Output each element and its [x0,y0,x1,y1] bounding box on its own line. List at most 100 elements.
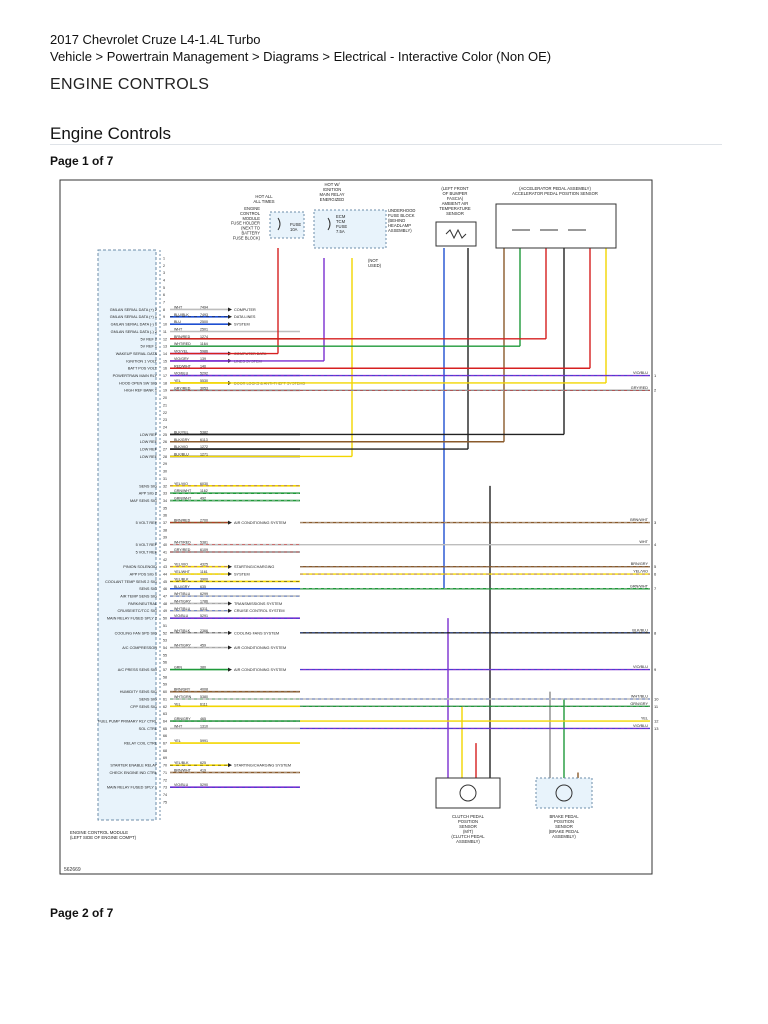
fuse-icon [277,217,281,231]
brake-sensor-label: (BRAKE PEDAL [549,829,580,834]
pin-label: MAIN RELAY FUSED SPLY 2 [107,617,157,621]
pin-number: 60 [163,690,167,694]
wire-color-label: BLK/VIO [174,445,188,449]
wire-color-label: RED/WHT [174,364,192,368]
arrow-icon [228,307,232,312]
pin-number: 59 [163,683,167,687]
wire-color-label: WHT [174,328,183,332]
pin-label: A/C PRESS SENS SIG [118,668,157,672]
wire-circuit-number: 4325 [200,563,208,567]
fuse-holder-label: BATTERY [241,231,260,236]
pin-number: 67 [163,742,167,746]
wire-circuit-number: 4008 [200,688,208,692]
pin-label: SENS SIG [139,587,157,591]
hot-relay-label: ENERGIZED [320,197,344,202]
pin-label: GMLAN SERIAL DATA (-) 2 [111,330,157,334]
fuse-holder-box [269,211,305,239]
arrow-icon [228,520,232,525]
ambient-sensor-label: OF BUMPER [443,191,468,196]
pin-label: CRUISE/ETC/TCC SIG [118,609,157,613]
ambient-sensor-label: FASCIA) [447,196,464,201]
pin-number: 40 [163,543,167,547]
pin-label: PARK/NEUTRAL [128,602,157,606]
wire-color-label: VIO/GRY [174,357,190,361]
pin-number: 75 [163,800,167,804]
wire-circuit-number: 6111 [200,702,207,706]
wire-color-label: WHT/BLU [174,607,191,611]
wire-color-label: WHT/BLK [174,629,191,633]
wire-circuit-number: 3900 [200,577,208,581]
wire-color-label: BLU/BLK [174,313,189,317]
wire-circuit-number: 2500 [200,320,208,324]
wire-circuit-number: 1310 [200,724,208,728]
wire-color-label: WHT/RED [174,342,191,346]
brake-sensor-label: ASSEMBLY) [552,834,576,839]
breadcrumb[interactable]: Vehicle > Powertrain Management > Diagra… [50,49,552,64]
pin-number: 71 [163,771,167,775]
brake-sensor-box [535,777,593,809]
pin-number: 28 [163,455,167,459]
wire-circuit-number: 6311 [200,607,208,611]
arrow-icon [228,601,232,606]
pin-number: 22 [163,411,167,415]
wire-color-label: YEL/VIO [174,563,188,567]
wire-color-label: WHT [174,724,183,728]
wire-color-label: YEL [174,739,181,743]
pin-number: 35 [163,506,167,510]
ecm-label: ENGINE CONTROL MODULE [70,830,128,835]
wire-destination: STARTING/CHARGING SYSTEM [234,764,291,768]
pin-number: 49 [163,609,167,613]
fuse-holder-label: FUSE HOLDER [231,221,260,226]
pin-number: 15 [163,359,167,363]
wire-color-label: BLU/GRY [174,585,190,589]
arrow-icon [228,322,232,327]
wire-circuit-number: 1786 [200,599,208,603]
underhood-label: UNDERHOOD [388,208,415,213]
brake-sensor-icon [555,784,573,802]
pin-number: 34 [163,499,167,503]
brake-sensor-label: SENSOR [555,824,573,829]
wire-circuit-number: 6299 [200,592,208,596]
arrow-icon [228,645,232,650]
pin-label: CHECK ENGINE IND CTRL [110,771,157,775]
wire-circuit-number: 5530 [200,379,208,383]
pin-number: 5 [163,286,165,290]
pin-number: 3 [163,271,165,275]
ambient-sensor-label: SENSOR [446,211,464,216]
wire-circuit-number: 5290 [200,783,208,787]
wire-circuit-number: 7493 [200,313,208,317]
wire-circuit-number: 2700 [200,519,208,523]
wire-circuit-number: 5382 [200,430,208,434]
fuse-icon [327,217,331,231]
right-wire-label: GRN/WHT [630,584,649,588]
pin-label: GMLAN SERIAL DATA (+) 2 [110,308,157,312]
pin-number: 19 [163,389,167,393]
pin-number: 56 [163,661,167,665]
pin-number: 25 [163,433,167,437]
arrow-icon [228,564,232,569]
pin-label: COOLANT TEMP SENS 2 SIG [105,580,157,584]
pin-number: 8 [163,308,165,312]
pin-number: 74 [163,793,167,797]
wire-destination: CRUISE CONTROL SYSTEM [234,609,285,613]
pin-number: 41 [163,550,167,554]
pin-label: APP POS SIG 1 [130,572,157,576]
wire-color-label: YEL/VIO [174,482,188,486]
wire-destination: DATA LINES [234,315,256,319]
wire-circuit-number: 459 [200,644,206,648]
wire-destination: TRANSMISSIONS SYSTEM [234,602,282,606]
right-connector-number: 11 [654,704,659,709]
pin-number: 33 [163,492,167,496]
right-wire-label: YEL/VIO [633,570,648,574]
pin-label: 5 VOLT REF [136,521,158,525]
pin-number: 73 [163,786,167,790]
underhood-fuse-box [313,209,387,249]
pin-label: LOW REF [140,433,158,437]
pin-label: POWERTRAIN MAIN RLY [113,374,158,378]
wire-destination: AIR CONDITIONING SYSTEM [234,646,286,650]
wire-circuit-number: 6030 [200,482,208,486]
pin-number: 50 [163,617,167,621]
wire-color-label: GRY/RED [174,386,191,390]
pin-label: STARTER ENABLE RELAY [110,764,157,768]
